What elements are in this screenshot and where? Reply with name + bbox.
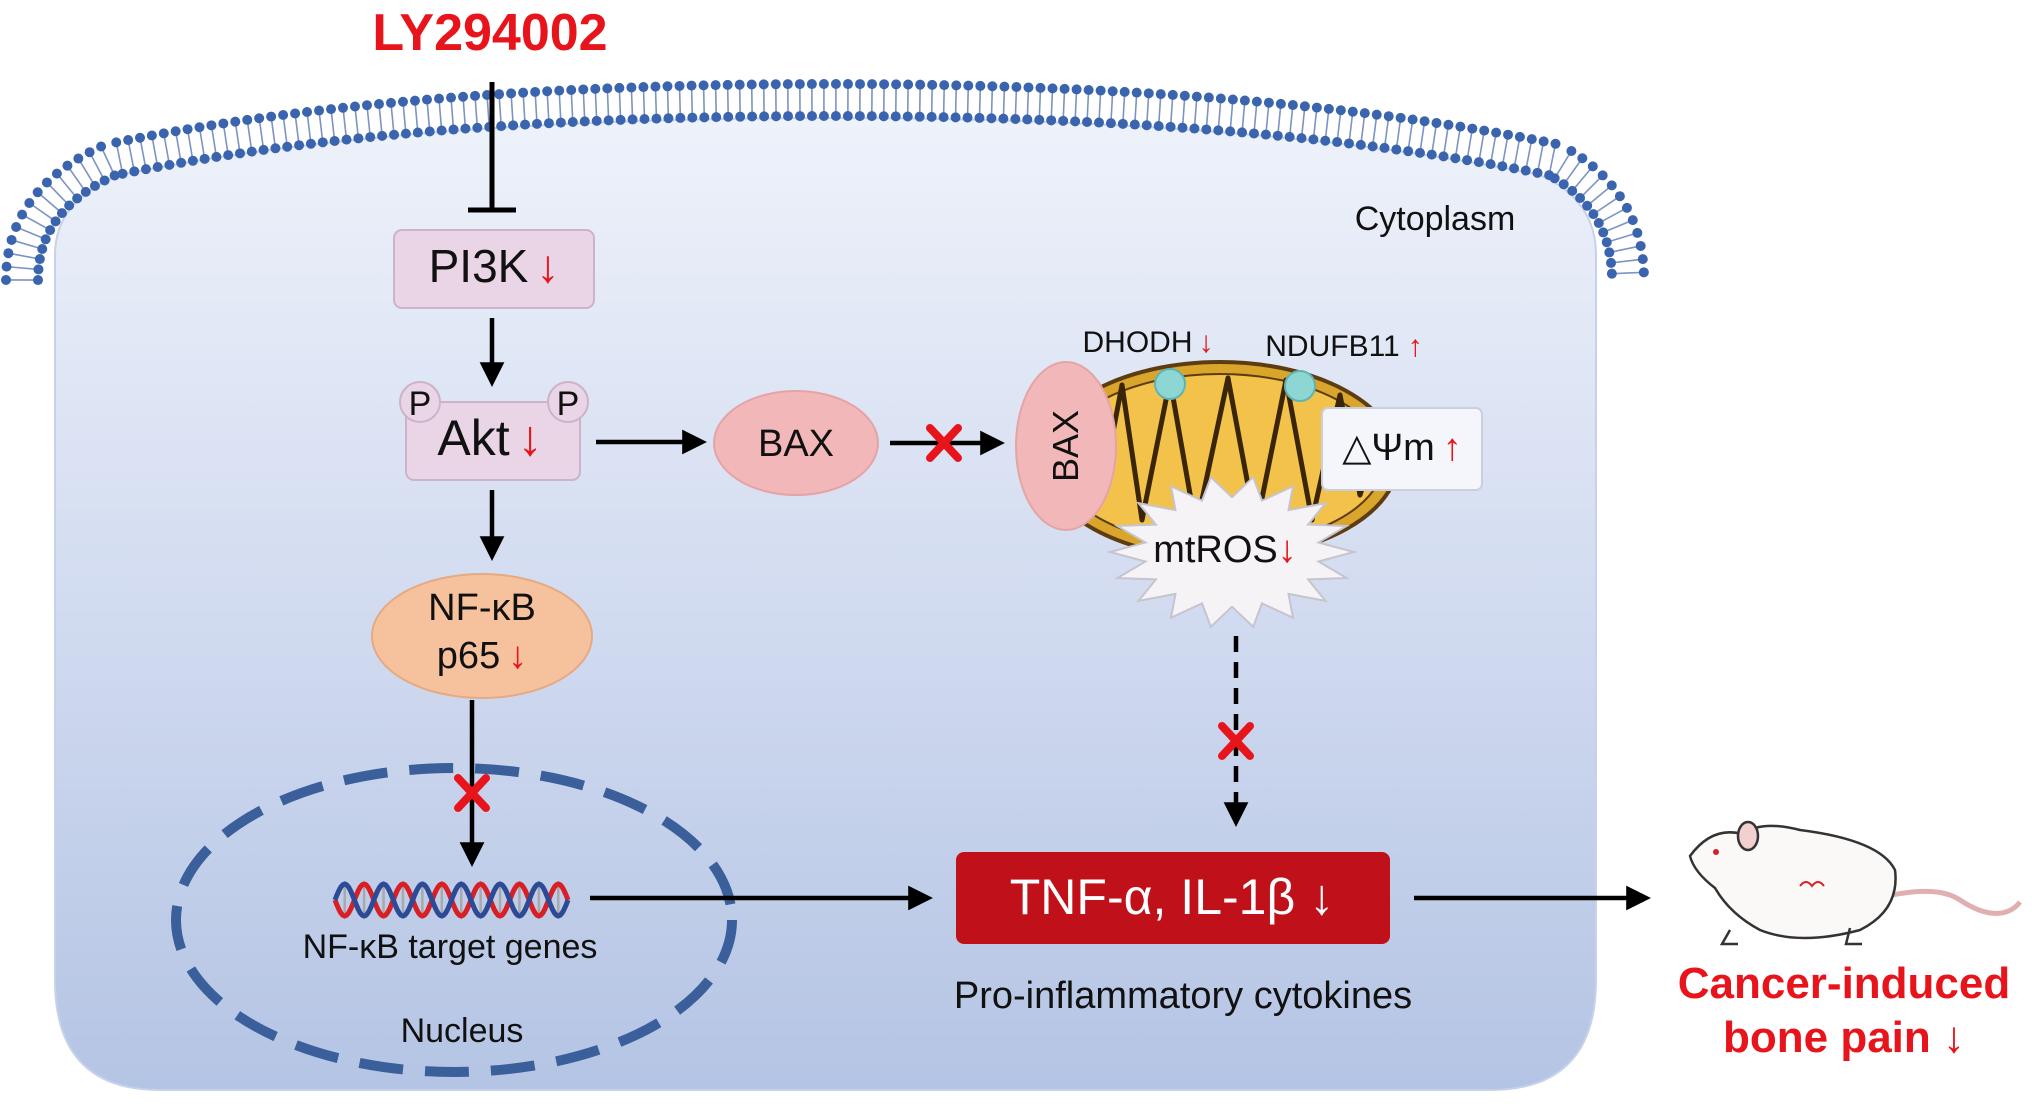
bax-label: BAX <box>758 423 834 465</box>
akt-label: Akt <box>437 410 509 466</box>
cytokines-label: TNF-α, IL-1β <box>1010 869 1295 925</box>
cytokines-down-arrow: ↓ <box>1309 869 1334 925</box>
outcome-line1: Cancer-induced <box>1678 959 2011 1008</box>
cell-cytoplasm <box>55 118 1596 1090</box>
svg-text:p65↓: p65↓ <box>437 635 527 677</box>
outcome-line2: bone pain ↓ <box>1723 1013 1965 1062</box>
mouse-icon <box>1690 822 2020 944</box>
bax-mito-node: BAX <box>1016 362 1116 530</box>
akt-down-arrow: ↓ <box>518 410 543 466</box>
svg-text:TNF-α, IL-1β↓: TNF-α, IL-1β↓ <box>1010 869 1334 925</box>
svg-text:△Ψm↑: △Ψm↑ <box>1342 427 1462 469</box>
svg-text:PI3K↓: PI3K↓ <box>429 240 560 292</box>
inhibitor-label: LY294002 <box>372 4 607 62</box>
ndufb11-up-arrow: ↑ <box>1408 330 1423 363</box>
mtros-down-arrow: ↓ <box>1278 529 1297 571</box>
cytokines-caption: Pro-inflammatory cytokines <box>954 975 1412 1017</box>
pi3k-label: PI3K <box>429 240 529 292</box>
pi3k-down-arrow: ↓ <box>536 240 559 292</box>
cytoplasm-label: Cytoplasm <box>1355 200 1516 238</box>
membrane-potential-up-arrow: ↑ <box>1443 427 1462 469</box>
membrane-potential-node: △Ψm↑ <box>1322 408 1482 490</box>
dhodh-site <box>1155 369 1185 399</box>
membrane-potential-label: △Ψm <box>1342 427 1435 469</box>
phospho-right-label: P <box>557 385 580 423</box>
bax-mito-label: BAX <box>1045 410 1086 482</box>
nfkb-line1: NF-κB <box>428 587 536 629</box>
dhodh-label: DHODH <box>1083 326 1193 359</box>
pi3k-node: PI3K↓ <box>394 230 594 308</box>
target-genes-label: NF-κB target genes <box>303 928 598 966</box>
svg-text:mtROS↓: mtROS↓ <box>1153 529 1297 571</box>
svg-text:Akt↓: Akt↓ <box>437 410 542 466</box>
cytokines-node: TNF-α, IL-1β↓ <box>956 852 1390 944</box>
ndufb11-label: NDUFB11 <box>1265 330 1399 363</box>
phospho-left-label: P <box>409 385 432 423</box>
dhodh-down-arrow: ↓ <box>1199 326 1214 359</box>
nfkb-line2: p65 <box>437 635 500 677</box>
ndufb11-text: NDUFB11 ↑ <box>1265 330 1422 363</box>
mtros-label: mtROS <box>1153 529 1278 571</box>
nfkb-p65-node: NF-κB p65↓ <box>372 574 592 698</box>
ndufb11-site <box>1285 371 1315 401</box>
nfkb-down-arrow: ↓ <box>508 635 527 677</box>
nucleus-label: Nucleus <box>401 1012 524 1050</box>
bax-node: BAX <box>714 391 878 495</box>
